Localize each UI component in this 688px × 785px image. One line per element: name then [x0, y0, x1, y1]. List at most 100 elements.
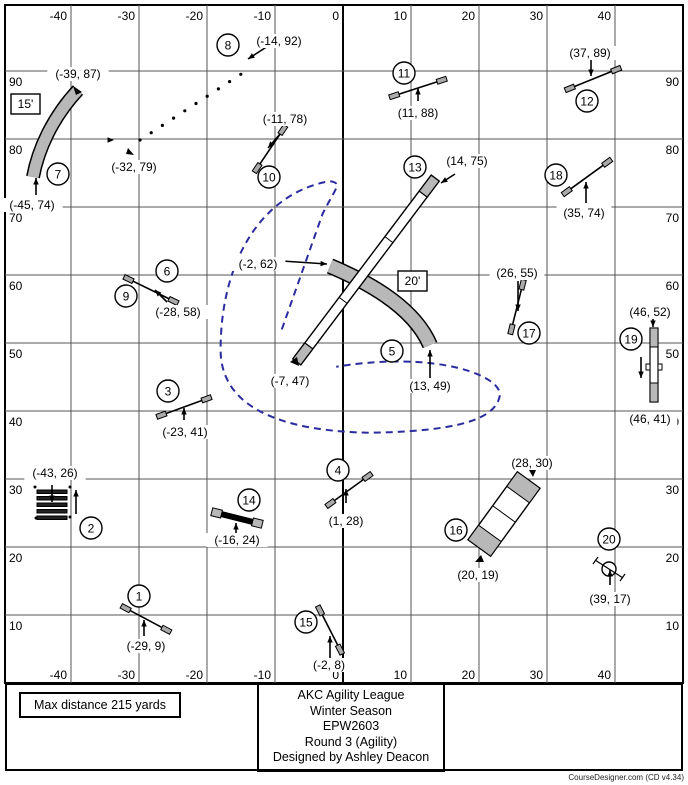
coord-label-20: (39, 17): [589, 592, 630, 606]
obstacle-number-text: 3: [165, 385, 172, 399]
tire-frame: [594, 559, 624, 579]
jump-8-arrow: [247, 45, 269, 60]
coord-label-1: (-29, 9): [127, 639, 166, 653]
jump-8-dot: [160, 123, 164, 127]
arrow-head: [248, 53, 255, 59]
arrow-head: [107, 137, 114, 143]
arrow-head: [327, 636, 333, 643]
obstacle-number-4: 4: [326, 458, 350, 482]
number-circle: [392, 61, 416, 85]
wing-left: [155, 410, 168, 420]
coord-bg: [1, 198, 63, 212]
size-box-15-label: 15': [18, 97, 34, 111]
wing-left: [560, 186, 573, 198]
direction-arrow-icon: [73, 490, 79, 514]
coord-bg: [390, 106, 446, 120]
obstacle-number-text: 1: [136, 590, 143, 604]
wing-right: [609, 64, 623, 75]
number-circle: [294, 610, 318, 634]
a-frame-16: [467, 470, 541, 558]
obstacle-number-17: 17: [517, 321, 541, 345]
y-tick-right: 20: [666, 551, 680, 565]
title-line-round: Round 3 (Agility): [304, 734, 398, 749]
wing-left: [119, 602, 132, 614]
plank-joint: [338, 296, 348, 304]
weave-corner-dot: [33, 485, 37, 489]
obstacle-number-20: 20: [597, 527, 621, 551]
coord-bg: [489, 266, 545, 280]
coord-label-7: (-45, 74): [9, 198, 54, 212]
tunnel-5-entry-arrow: [281, 260, 328, 267]
dog-walk-entry-arrow: [440, 173, 456, 184]
coord-label-4: (1, 28): [329, 514, 364, 528]
plank-joint: [384, 236, 394, 244]
x-tick-top: 40: [598, 9, 612, 23]
obstacle-number-text: 2: [88, 522, 95, 536]
max-distance-box: Max distance 215 yards: [19, 692, 181, 718]
obstacle-number-text: 9: [123, 290, 130, 304]
coord-label-13: (14, 75): [446, 154, 487, 168]
contact-zone-up: [418, 174, 441, 198]
credit-text: CourseDesigner.com (CD v4.34): [568, 773, 684, 782]
x-tick-top: 30: [530, 9, 544, 23]
x-tick-top: -10: [254, 9, 272, 23]
jump-8-dot: [216, 87, 220, 91]
jump-8-dot: [205, 94, 209, 98]
y-tick-left: 40: [9, 415, 23, 429]
teeter-14: [210, 507, 264, 529]
arrow-head: [181, 408, 187, 415]
coord-bg: [24, 466, 86, 480]
obstacle-number-2: 2: [79, 516, 103, 540]
jump-8-dot: [183, 109, 187, 113]
arrow-head: [583, 182, 589, 189]
tire-foot: [619, 573, 626, 582]
coord-label-5: (13, 49): [409, 379, 450, 393]
coord-label-extra: (-7, 47): [271, 374, 310, 388]
weave-corner-dot: [68, 515, 72, 519]
direction-arrow-icon: [267, 133, 281, 149]
obstacle-19: [645, 327, 663, 403]
jump-8-dot: [172, 116, 176, 120]
coord-bg: [147, 305, 209, 319]
coord-label-11: (11, 88): [398, 106, 438, 120]
obstacle-number-text: 8: [225, 39, 232, 53]
y-tick-right: 50: [666, 347, 680, 361]
title-line-league: AKC Agility League: [297, 688, 405, 702]
x-tick-bottom: -10: [254, 668, 272, 682]
labels-layer: 15'20'1234567891011121314151617181920(-2…: [1, 33, 678, 672]
wing-right: [167, 295, 180, 307]
number-circle: [517, 321, 541, 345]
wing-right: [507, 323, 516, 336]
arrow-head: [141, 620, 147, 627]
obstacle-number-13: 13: [403, 155, 427, 179]
obstacle-number-18: 18: [544, 163, 568, 187]
a-frame-contact: [506, 471, 541, 504]
coord-bg: [622, 412, 678, 426]
obstacle-number-16: 16: [444, 518, 468, 542]
obstacle-number-text: 12: [580, 95, 594, 109]
coord-bg: [206, 533, 268, 547]
size-box-15: [10, 93, 41, 115]
x-tick-bottom: 20: [462, 668, 476, 682]
obstacle-number-8: 8: [216, 33, 240, 57]
tire-20: [592, 556, 626, 582]
obstacle-number-text: 10: [262, 171, 276, 185]
obstacle-number-text: 17: [522, 327, 536, 341]
obstacle-number-1: 1: [127, 584, 151, 608]
x-tick-top: -20: [186, 9, 204, 23]
coord-bg: [254, 112, 316, 126]
dog-walk-exit-icon: [290, 357, 299, 366]
obstacle-number-text: 18: [549, 169, 563, 183]
coord-label-10: (-11, 78): [263, 112, 307, 126]
wing-right: [200, 394, 213, 404]
number-circle: [380, 339, 404, 363]
y-tick-right: 30: [666, 483, 680, 497]
arrow-head: [427, 350, 433, 357]
obstacle-number-15: 15: [294, 610, 318, 634]
coord-label-14: (-16, 24): [214, 533, 259, 547]
tire-foot: [592, 556, 599, 565]
direction-arrow-icon: [107, 137, 114, 143]
direction-arrow-icon: [141, 620, 147, 636]
y-tick-left: 10: [9, 619, 23, 633]
arrow-head: [73, 490, 79, 497]
